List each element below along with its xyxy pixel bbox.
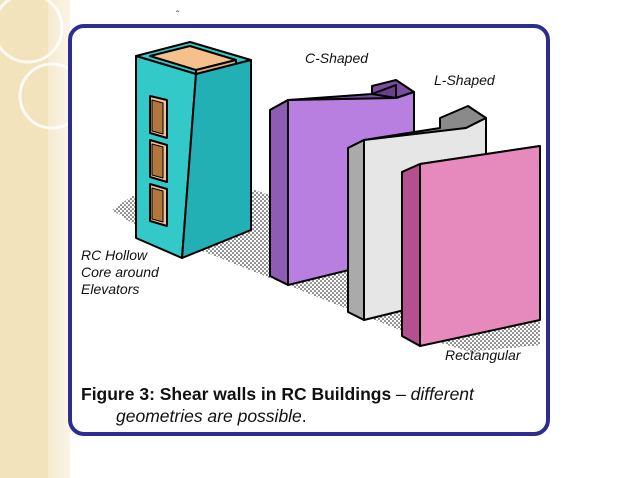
stray-mark: ˆ <box>176 10 180 21</box>
caption-dash: – <box>391 384 411 404</box>
label-c-shaped: C-Shaped <box>305 50 369 66</box>
label-rectangular: Rectangular <box>445 347 521 363</box>
figure-caption: Figure 3: Shear walls in RC Buildings – … <box>81 383 474 427</box>
caption-description-1: different <box>410 384 474 404</box>
label-l-shaped: L-Shaped <box>434 72 495 88</box>
rc-hollow-core-shape <box>135 41 252 259</box>
label-rc-hollow-core: RC Hollow Core around Elevators <box>81 247 159 297</box>
caption-period: . <box>301 406 307 426</box>
rectangular-wall <box>401 145 541 347</box>
slide-decoration-band <box>48 0 70 478</box>
caption-description-2: geometries are possible <box>116 406 302 426</box>
caption-title: Figure 3: Shear walls in RC Buildings <box>81 384 392 404</box>
